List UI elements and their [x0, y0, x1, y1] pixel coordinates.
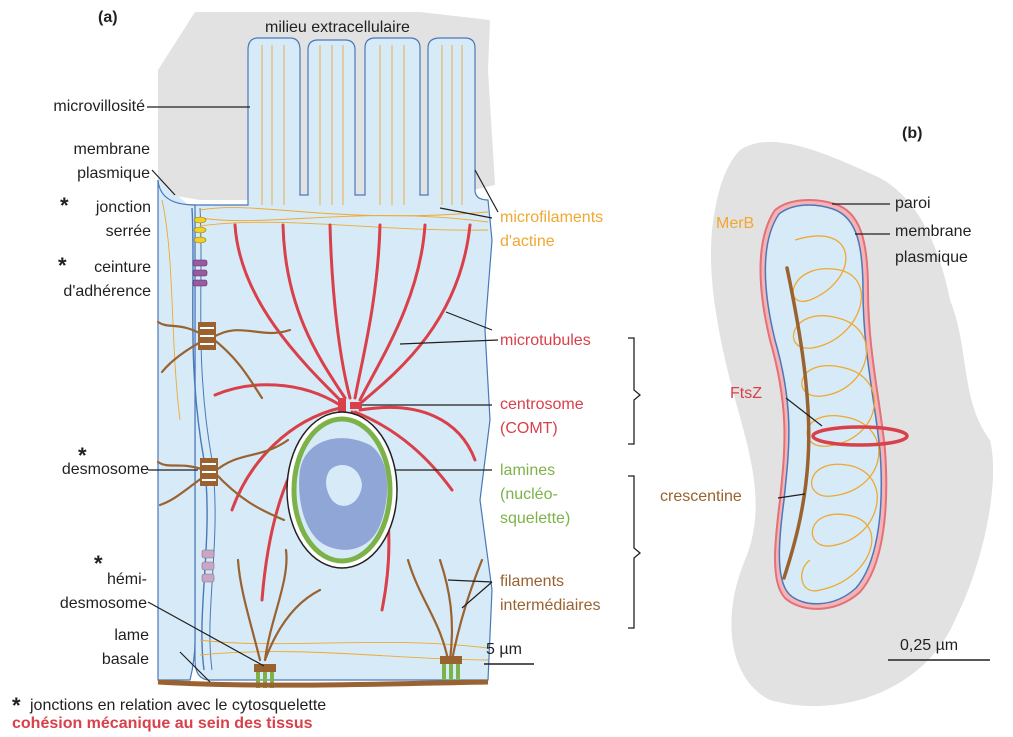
hemi-star: *: [94, 554, 103, 574]
footnote-text: jonctions en relation avec le cytosquele…: [30, 696, 326, 716]
lamina-label-1: lame: [114, 626, 149, 646]
membrane-label-2: plasmique: [77, 164, 150, 184]
hemidesmosome-right: [440, 656, 462, 680]
desmosome-mid: [200, 458, 218, 486]
adherens-star: *: [58, 256, 67, 276]
centrosome-label-2: (COMT): [500, 419, 558, 439]
neighbor-cell: [158, 180, 195, 680]
membrane-b-label-1: membrane: [895, 222, 971, 242]
tight-junction: [194, 217, 206, 243]
hemi-label-1: hémi-: [107, 570, 147, 590]
ftsz-label: FtsZ: [730, 384, 762, 404]
basal-lamina: [158, 682, 488, 685]
footnote-star: *: [12, 696, 21, 716]
membrane-label-1: membrane: [74, 140, 150, 160]
membrane-b-label-2: plasmique: [895, 248, 968, 268]
hemi-label-2: desmosome: [60, 594, 147, 614]
tight-label-1: jonction: [96, 198, 151, 218]
merb-label: MerB: [716, 214, 754, 234]
actin-label-2: d'actine: [500, 232, 555, 252]
lamins-label-2: (nucléo-: [500, 485, 558, 505]
adherens-label-1: ceinture: [94, 258, 151, 278]
braces: [628, 338, 640, 628]
scale-label-b: 0,25 µm: [900, 636, 958, 656]
tight-label-2: serrée: [106, 222, 151, 242]
desmosome-top: [198, 322, 216, 350]
extracellular-label: milieu extracellulaire: [265, 18, 410, 38]
desmosome-label: desmosome: [62, 460, 149, 480]
tight-star: *: [60, 196, 69, 216]
crescentin-label: crescentine: [660, 487, 742, 507]
adherens-junction: [193, 260, 207, 286]
footnote-bold: cohésion mécanique au sein des tissus: [12, 714, 313, 734]
panel-a-tag: (a): [98, 8, 118, 28]
panel-b-tag: (b): [902, 124, 922, 144]
if-label-1: filaments: [500, 572, 564, 592]
if-label-2: intermédiaires: [500, 596, 600, 616]
actin-label-1: microfilaments: [500, 208, 603, 228]
centrosome-label-1: centrosome: [500, 395, 584, 415]
scale-label-a: 5 µm: [486, 640, 522, 660]
paroi-label: paroi: [895, 194, 931, 214]
lamins-label-1: lamines: [500, 461, 555, 481]
lamina-label-2: basale: [102, 650, 149, 670]
desmosome-lower: [202, 550, 214, 582]
microvillus-label: microvillosité: [53, 97, 145, 117]
lamins-label-3: squelette): [500, 509, 570, 529]
adherens-label-2: d'adhérence: [63, 282, 151, 302]
microtubules-label: microtubules: [500, 331, 591, 351]
